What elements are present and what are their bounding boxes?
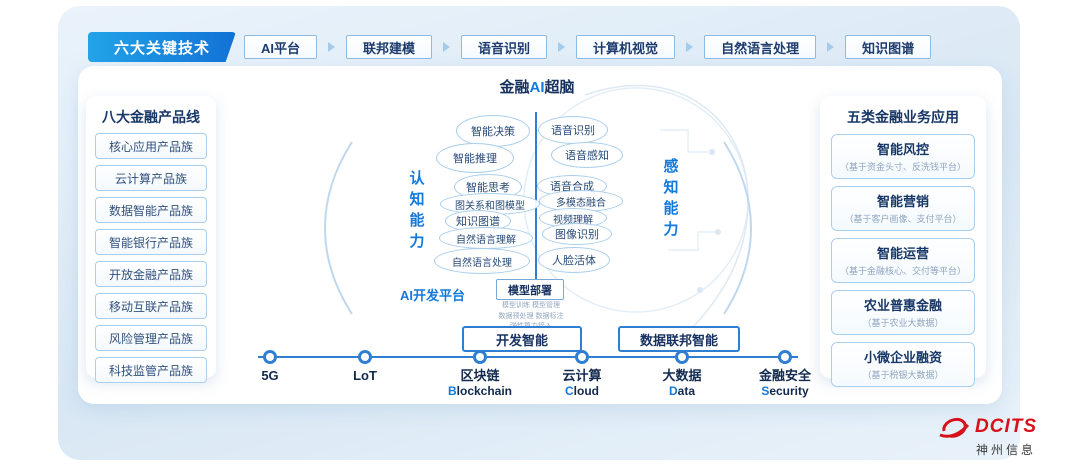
chevron-right-icon bbox=[443, 42, 451, 52]
timeline-node-blockchain bbox=[473, 350, 487, 364]
business-app-subtitle: （基于资金头寸、反洗钱平台） bbox=[839, 162, 966, 172]
brain-title-post: 超脑 bbox=[544, 79, 575, 96]
logo-row: DCITS bbox=[938, 414, 1078, 440]
brain-title: 金融AI超脑 bbox=[478, 76, 596, 97]
timeline-node-lot bbox=[358, 350, 372, 364]
timeline-label-5g: 5G bbox=[220, 368, 320, 384]
business-apps-card: 五类金融业务应用 智能风控 （基于资金头寸、反洗钱平台） 智能营销 （基于客户画… bbox=[820, 96, 986, 387]
tab-federated-modeling[interactable]: 联邦建模 bbox=[346, 35, 433, 59]
tech-tab-bar: AI平台 联邦建模 语音识别 计算机视觉 自然语言处理 知识图谱 bbox=[244, 35, 932, 59]
chevron-right-icon bbox=[328, 42, 336, 52]
business-app-name: 智能风控 bbox=[876, 142, 929, 157]
company-logo: DCITS 神州信息 bbox=[938, 414, 1078, 458]
business-app-item: 小微企业融资 （基于税银大数据） bbox=[831, 342, 975, 387]
product-line-item: 移动互联产品族 bbox=[95, 293, 207, 319]
cognitive-bubble: 自然语言理解 bbox=[439, 227, 533, 249]
model-deploy-box: 模型部署 bbox=[496, 279, 564, 300]
business-app-item: 农业普惠金融 （基于农业大数据） bbox=[831, 290, 975, 335]
timeline-cn-label: 云计算 bbox=[562, 368, 602, 383]
business-app-subtitle: （基于农业大数据） bbox=[862, 318, 944, 328]
business-app-subtitle: （基于金融核心、交付等平台） bbox=[839, 266, 966, 276]
timeline-en-label: Data bbox=[668, 384, 695, 399]
timeline-label-cloud: 云计算 Cloud bbox=[532, 368, 632, 399]
business-app-name: 小微企业融资 bbox=[863, 350, 942, 365]
timeline-node-bigdata bbox=[675, 350, 689, 364]
perception-bubble: 图像识别 bbox=[542, 223, 612, 245]
business-app-name: 农业普惠金融 bbox=[863, 298, 942, 313]
chevron-right-icon bbox=[827, 42, 835, 52]
timeline-en-label: Security bbox=[761, 384, 809, 399]
cognitive-bubble: 智能决策 bbox=[456, 115, 530, 147]
timeline-en-label: Blockchain bbox=[447, 384, 513, 399]
timeline-cn-label: 大数据 bbox=[662, 368, 702, 383]
perception-bubble: 人脸活体 bbox=[538, 247, 610, 273]
perception-bubble: 语音识别 bbox=[538, 116, 608, 144]
timeline-label-bigdata: 大数据 Data bbox=[632, 368, 732, 399]
business-app-name: 智能运营 bbox=[876, 246, 929, 261]
ai-dev-platform-label: AI开发平台 bbox=[400, 288, 466, 303]
timeline-cn-label: 5G bbox=[261, 368, 279, 383]
product-lines-title: 八大金融产品线 bbox=[102, 109, 200, 125]
perception-bubble: 语音感知 bbox=[551, 142, 623, 168]
product-line-item: 数据智能产品族 bbox=[95, 197, 207, 223]
timeline-label-lot: LoT bbox=[315, 368, 415, 384]
timeline-node-cloud bbox=[575, 350, 589, 364]
business-app-name: 智能营销 bbox=[876, 194, 929, 209]
timeline-line bbox=[258, 356, 798, 358]
center-divider-line bbox=[535, 112, 537, 280]
business-app-subtitle: （基于税银大数据） bbox=[862, 370, 944, 380]
model-deploy-note: 数据预处理 数据标注 bbox=[498, 312, 564, 320]
tab-ai-platform[interactable]: AI平台 bbox=[244, 35, 318, 59]
tab-knowledge-graph[interactable]: 知识图谱 bbox=[845, 35, 932, 59]
business-app-item: 智能风控 （基于资金头寸、反洗钱平台） bbox=[831, 134, 975, 179]
timeline-node-security bbox=[778, 350, 792, 364]
timeline-cn-label: 区块链 bbox=[460, 368, 500, 383]
logo-company-name: 神州信息 bbox=[976, 443, 1037, 457]
brain-title-pre: 金融 bbox=[499, 79, 530, 96]
perception-ability-label: 感知能力 bbox=[663, 158, 679, 238]
timeline-label-blockchain: 区块链 Blockchain bbox=[430, 368, 530, 399]
tab-computer-vision[interactable]: 计算机视觉 bbox=[576, 35, 676, 59]
tab-nlp[interactable]: 自然语言处理 bbox=[704, 35, 817, 59]
product-line-item: 风险管理产品族 bbox=[95, 325, 207, 351]
product-line-item: 云计算产品族 bbox=[95, 165, 207, 191]
timeline-en-label: Cloud bbox=[565, 384, 599, 399]
cognitive-bubble: 自然语言处理 bbox=[434, 248, 530, 274]
model-deploy-note: 模型训练 模型管理 bbox=[502, 302, 560, 309]
business-app-item: 智能运营 （基于金融核心、交付等平台） bbox=[831, 238, 975, 283]
timeline-node-5g bbox=[263, 350, 277, 364]
dev-intelligence-box: 开发智能 bbox=[462, 326, 582, 352]
cognitive-bubble: 智能推理 bbox=[436, 143, 514, 173]
data-federation-box: 数据联邦智能 bbox=[618, 326, 740, 352]
product-line-item: 开放金融产品族 bbox=[95, 261, 207, 287]
product-line-item: 智能银行产品族 bbox=[95, 229, 207, 255]
business-app-item: 智能营销 （基于客户画像、支付平台） bbox=[831, 186, 975, 231]
chevron-right-icon bbox=[686, 42, 694, 52]
timeline-label-security: 金融安全 Security bbox=[735, 368, 835, 399]
key-tech-badge: 六大关键技术 bbox=[88, 32, 236, 62]
chevron-right-icon bbox=[558, 42, 566, 52]
product-lines-card: 八大金融产品线 核心应用产品族 云计算产品族 数据智能产品族 智能银行产品族 开… bbox=[86, 96, 216, 383]
product-line-item: 核心应用产品族 bbox=[95, 133, 207, 159]
product-line-item: 科技监管产品族 bbox=[95, 357, 207, 383]
business-app-subtitle: （基于客户画像、支付平台） bbox=[844, 214, 962, 224]
timeline-cn-label: 金融安全 bbox=[758, 368, 811, 383]
timeline-cn-label: LoT bbox=[353, 368, 377, 383]
business-apps-title: 五类金融业务应用 bbox=[847, 109, 959, 125]
tab-speech-recognition[interactable]: 语音识别 bbox=[461, 35, 548, 59]
brain-title-ai: AI bbox=[529, 79, 545, 96]
cognitive-ability-label: 认知能力 bbox=[409, 170, 425, 250]
dcits-swoosh-icon bbox=[939, 417, 970, 438]
logo-brand: DCITS bbox=[975, 416, 1037, 437]
